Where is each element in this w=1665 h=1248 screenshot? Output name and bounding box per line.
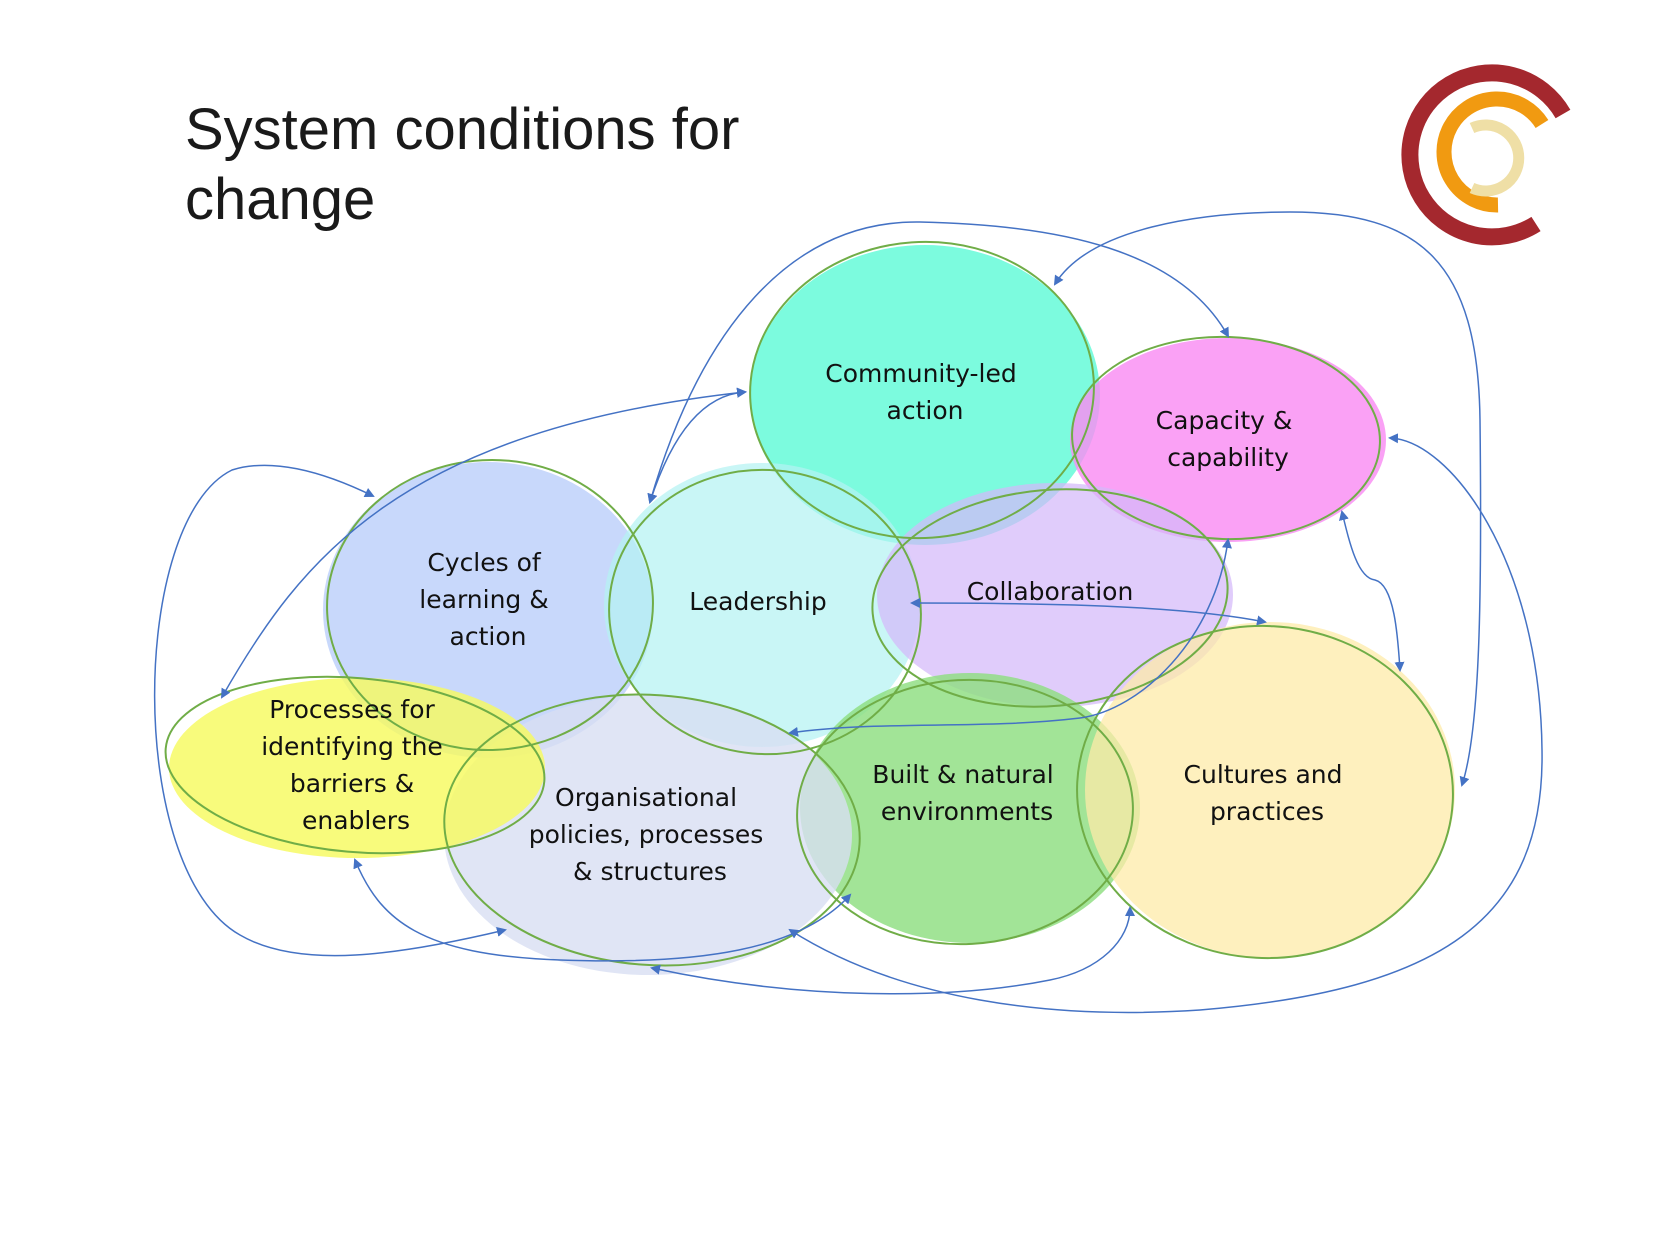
label-processes-line-2: identifying the — [261, 732, 443, 761]
label-cycles: Cycles of learning & action — [419, 548, 556, 651]
label-cultures-line-2: practices — [1210, 797, 1324, 826]
logo-inner-ring — [1469, 119, 1525, 197]
label-processes-line-4: enablers — [302, 806, 410, 835]
label-cultures-line-1: Cultures and — [1184, 760, 1343, 789]
label-organisational-line-2: policies, processes — [529, 820, 764, 849]
label-leadership-line-1: Leadership — [689, 587, 826, 616]
logo-middle-ring — [1436, 91, 1549, 213]
title-line-2: change — [185, 167, 376, 232]
page-title: System conditions for change — [185, 95, 885, 235]
label-cycles-line-2: learning & — [419, 585, 548, 614]
connector-community-cultures — [1053, 211, 1482, 787]
label-processes-line-1: Processes for — [269, 695, 435, 724]
connector-leadership-capacity — [647, 221, 1229, 504]
connector-organisational-cultures — [650, 906, 1135, 995]
title-line-1: System conditions for — [185, 97, 740, 162]
label-organisational-line-3: & structures — [573, 857, 727, 886]
connector-cycles-organisational — [153, 464, 507, 957]
label-processes-line-3: barriers & — [290, 769, 414, 798]
logo-outer-ring — [1401, 64, 1571, 246]
label-community-line-1: Community-led — [825, 359, 1016, 388]
label-leadership: Leadership — [689, 587, 826, 616]
node-cultures — [1085, 622, 1455, 958]
label-built-line-1: Built & natural — [872, 760, 1053, 789]
label-community: Community-led action — [825, 359, 1024, 425]
connector-capacity-built-long — [788, 433, 1543, 1014]
node-organisational — [444, 695, 852, 975]
label-built-line-2: environments — [881, 797, 1053, 826]
label-cultures: Cultures and practices — [1184, 760, 1351, 826]
label-organisational: Organisational policies, processes & str… — [529, 783, 771, 886]
label-community-line-2: action — [887, 396, 964, 425]
label-cycles-line-1: Cycles of — [427, 548, 542, 577]
label-built: Built & natural environments — [872, 760, 1061, 826]
label-collaboration: Collaboration — [967, 577, 1134, 606]
label-processes: Processes for identifying the barriers &… — [261, 695, 451, 835]
label-capacity: Capacity & capability — [1156, 406, 1301, 472]
label-collaboration-line-1: Collaboration — [967, 577, 1134, 606]
label-capacity-line-1: Capacity & — [1156, 406, 1293, 435]
label-organisational-line-1: Organisational — [555, 783, 737, 812]
label-cycles-line-3: action — [450, 622, 527, 651]
label-capacity-line-2: capability — [1167, 443, 1289, 472]
